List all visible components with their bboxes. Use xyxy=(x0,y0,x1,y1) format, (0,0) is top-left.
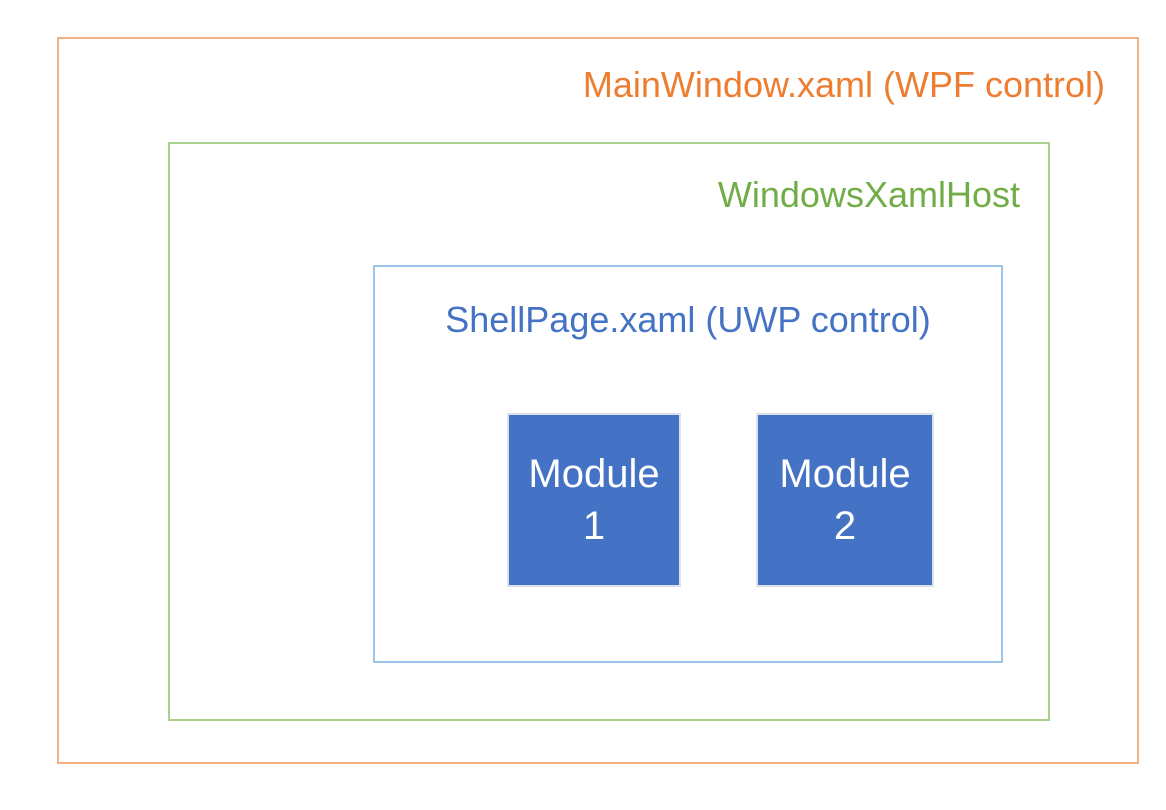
shellpage-uwp-label: ShellPage.xaml (UWP control) xyxy=(445,299,931,340)
module-2-label-line-2: 2 xyxy=(833,504,857,548)
shellpage-uwp-box: ShellPage.xaml (UWP control) Module 1 Mo… xyxy=(373,265,1003,663)
windowsxamlhost-box: WindowsXamlHost ShellPage.xaml (UWP cont… xyxy=(168,142,1050,721)
module-2-label-line-1: Module xyxy=(779,452,911,496)
module-1-box: Module 1 xyxy=(507,413,681,587)
mainwindow-wpf-label: MainWindow.xaml (WPF control) xyxy=(582,64,1105,105)
module-1-label-line-2: 1 xyxy=(582,504,606,548)
windowsxamlhost-label: WindowsXamlHost xyxy=(717,174,1020,215)
module-2-box: Module 2 xyxy=(756,413,934,587)
mainwindow-wpf-box: MainWindow.xaml (WPF control) WindowsXam… xyxy=(57,37,1139,764)
module-1-label-line-1: Module xyxy=(528,452,660,496)
